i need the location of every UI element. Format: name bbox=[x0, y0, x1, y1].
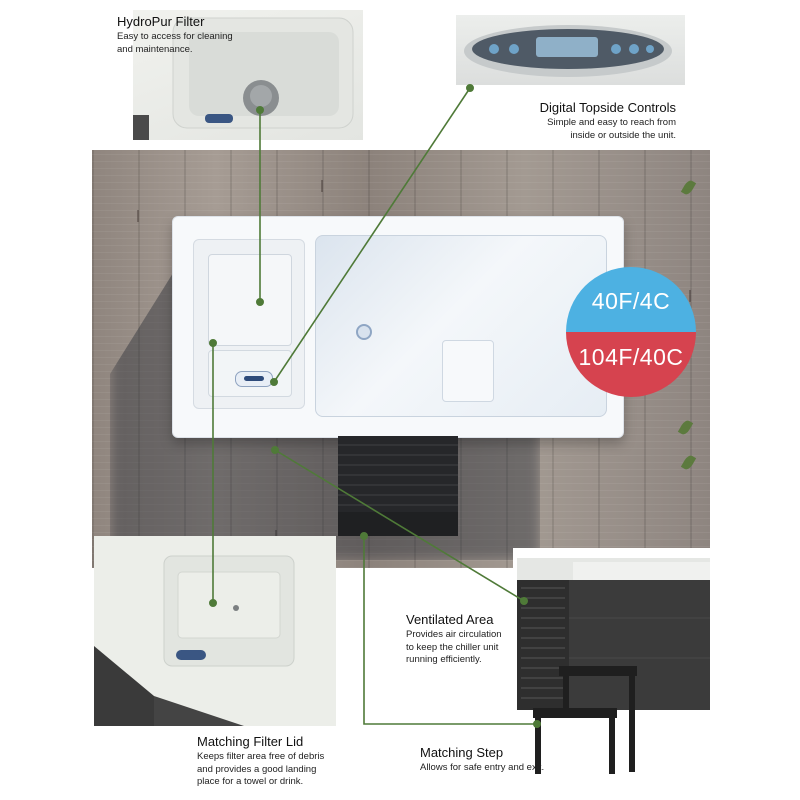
feature-title: Ventilated Area bbox=[406, 612, 494, 627]
tub-top-view bbox=[172, 216, 624, 438]
feature-matching-filter-lid: Matching Filter Lid Keeps filter area fr… bbox=[197, 734, 397, 789]
tub-basin bbox=[315, 235, 607, 417]
feature-ventilated-area: Ventilated Area Provides air circulation… bbox=[406, 612, 546, 667]
feature-title: Matching Filter Lid bbox=[197, 734, 304, 749]
temperature-badge: 40F/4C 104F/40C bbox=[566, 267, 696, 397]
feature-description: Allows for safe entry and exit. bbox=[420, 762, 545, 773]
temperature-cold-label: 40F/4C bbox=[591, 288, 671, 314]
feature-description: Easy to access for cleaning and maintena… bbox=[117, 31, 233, 55]
feature-description: Keeps filter area free of debris and pro… bbox=[197, 751, 325, 787]
feature-title: Matching Step bbox=[420, 745, 504, 760]
temperature-cold-half bbox=[566, 267, 696, 332]
feature-description: Provides air circulation to keep the chi… bbox=[406, 629, 502, 665]
temperature-hot-half bbox=[566, 332, 696, 397]
topside-controls-photo bbox=[456, 15, 685, 85]
feature-title: HydroPur Filter bbox=[117, 14, 205, 29]
feature-title: Digital Topside Controls bbox=[539, 100, 676, 115]
feature-description: Simple and easy to reach from inside or … bbox=[547, 117, 676, 141]
ventilated-unit-photo bbox=[513, 548, 710, 784]
temperature-hot-label: 104F/40C bbox=[578, 344, 684, 370]
filter-lid bbox=[208, 254, 292, 346]
feature-matching-step: Matching Step Allows for safe entry and … bbox=[420, 745, 620, 775]
jet-icon bbox=[356, 324, 372, 340]
control-panel-icon bbox=[235, 371, 273, 387]
feature-digital-controls: Digital Topside Controls Simple and easy… bbox=[470, 100, 676, 142]
feature-hydropur-filter: HydroPur Filter Easy to access for clean… bbox=[117, 14, 297, 56]
tub-seat bbox=[442, 340, 494, 402]
filter-lid-photo bbox=[94, 536, 336, 726]
step-shadow bbox=[338, 512, 458, 536]
